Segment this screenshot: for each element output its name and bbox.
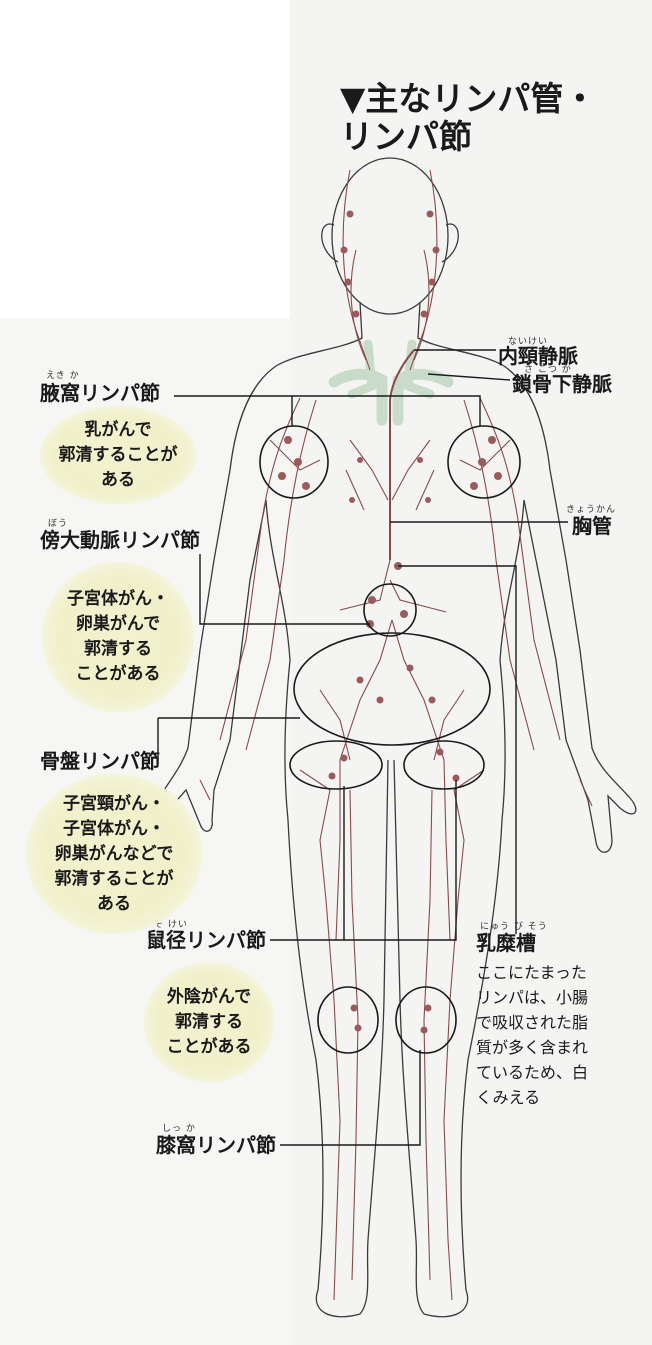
- boudai-ruby: ぼう: [48, 519, 69, 529]
- note-inguinal-text: 外陰がんで 郭清する ことがある: [166, 986, 252, 1057]
- label-inguinal-lymph-nodes: 鼠径リンパ節: [146, 928, 266, 952]
- note-pelvic-text: 子宮頸がん・ 子宮体がん・ 卵巣がんなどで 郭清することが ある: [54, 793, 174, 914]
- label-thoracic-duct: 胸管: [572, 514, 612, 538]
- lymph-vessels: [199, 169, 593, 1301]
- sokei-ruby: そ けい: [154, 920, 188, 930]
- naikei-ruby: ないけい: [508, 337, 549, 347]
- cisterna-chyli-description: ここにたまった リンパは、小腸 で吸収された脂 質が多く含まれ ているため、白 …: [476, 963, 589, 1107]
- label-para-aortic-lymph-nodes: 傍大動脈リンパ節: [40, 528, 200, 552]
- ekika-ruby: えき か: [46, 371, 80, 381]
- note-para-aortic: 子宮体がん・ 卵巣がんで 郭清する ことがある: [42, 562, 194, 712]
- note-axillary: 乳がんで 郭清することが ある: [40, 406, 196, 504]
- node-region-circles: [259, 425, 521, 1054]
- label-popliteal-lymph-nodes: 膝窩リンパ節: [156, 1133, 276, 1157]
- sakotsuka-ruby: さ こつ か: [524, 365, 572, 375]
- note-para-aortic-text: 子宮体がん・ 卵巣がんで 郭清する ことがある: [67, 589, 169, 684]
- shikka-ruby: しっ か: [162, 1124, 196, 1134]
- note-axillary-text: 乳がんで 郭清することが ある: [58, 419, 178, 490]
- body-outline: [155, 157, 637, 1318]
- page-title: ▼主なリンパ管・ リンパ節: [340, 79, 597, 156]
- kyokan-ruby: きょうかん: [566, 505, 617, 515]
- note-pelvic: 子宮頸がん・ 子宮体がん・ 卵巣がんなどで 郭清することが ある: [26, 774, 202, 934]
- nyubisou-ruby: にゅう び そう: [480, 922, 548, 932]
- veins: [328, 339, 454, 426]
- label-subclavian-vein: 鎖骨下静脈: [512, 372, 612, 396]
- label-pelvic-lymph-nodes: 骨盤リンパ節: [40, 749, 160, 773]
- label-cisterna-chyli: 乳糜槽: [476, 931, 536, 955]
- lymph-nodes: [278, 210, 502, 1034]
- leader-lines: [157, 349, 568, 1146]
- label-internal-jugular-vein: 内頸静脈: [498, 344, 578, 368]
- label-axillary-lymph-nodes: 腋窩リンパ節: [40, 381, 160, 405]
- note-inguinal: 外陰がんで 郭清する ことがある: [144, 962, 274, 1082]
